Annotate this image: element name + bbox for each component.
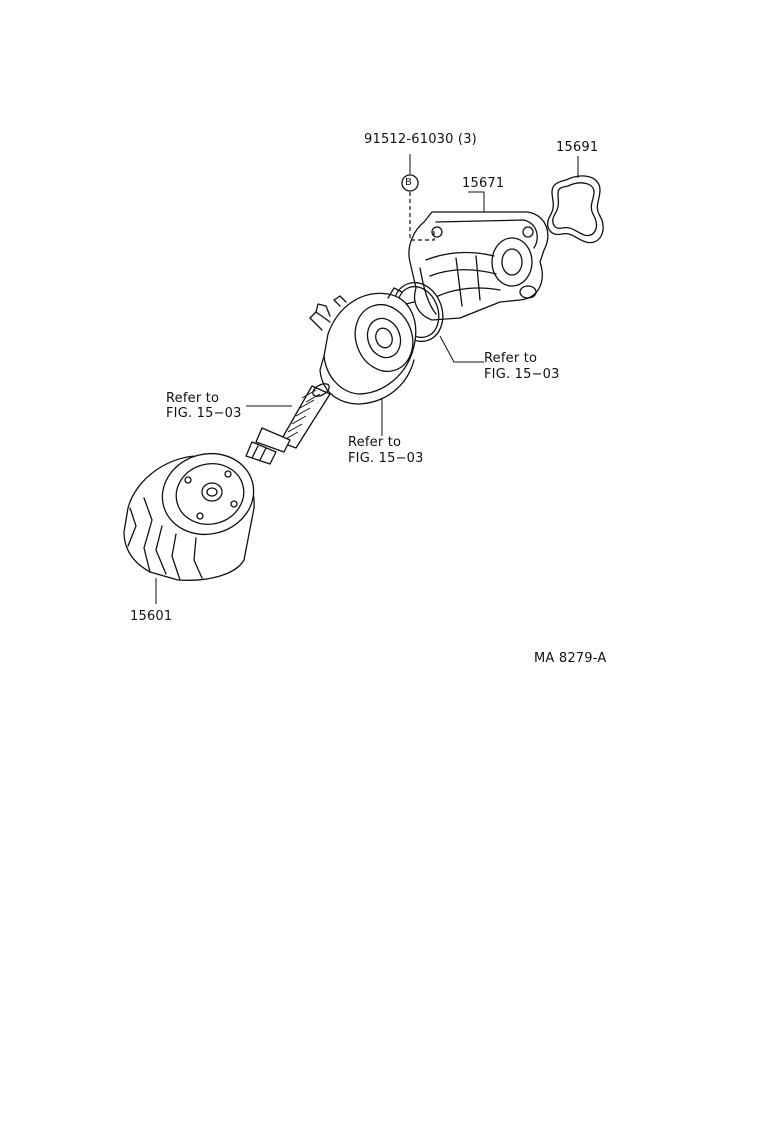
ref-left-line2: FIG. 15−03 xyxy=(166,406,242,421)
ref-right-line1: Refer to xyxy=(484,351,538,366)
oil-cooler-drawing xyxy=(309,287,417,405)
label-15671: 15671 xyxy=(462,176,505,191)
ref-right-line2: FIG. 15−03 xyxy=(484,367,560,382)
union-bolt-drawing xyxy=(245,383,331,465)
bolt-b-symbol xyxy=(401,174,419,192)
oil-filter-drawing xyxy=(123,452,255,581)
label-15691: 15691 xyxy=(556,140,599,155)
label-15601: 15601 xyxy=(130,609,173,624)
label-91512-61030: 91512-61030 (3) xyxy=(364,132,477,147)
ref-center-line2: FIG. 15−03 xyxy=(348,451,424,466)
bolt-b-icon: B xyxy=(405,177,413,188)
figure-code: MA 8279-A xyxy=(534,651,607,666)
ref-center-line1: Refer to xyxy=(348,435,402,450)
ref-left-line1: Refer to xyxy=(166,391,220,406)
bracket-15671-drawing xyxy=(408,211,549,321)
gasket-15691-drawing xyxy=(547,175,604,244)
leader-lines xyxy=(155,154,579,604)
